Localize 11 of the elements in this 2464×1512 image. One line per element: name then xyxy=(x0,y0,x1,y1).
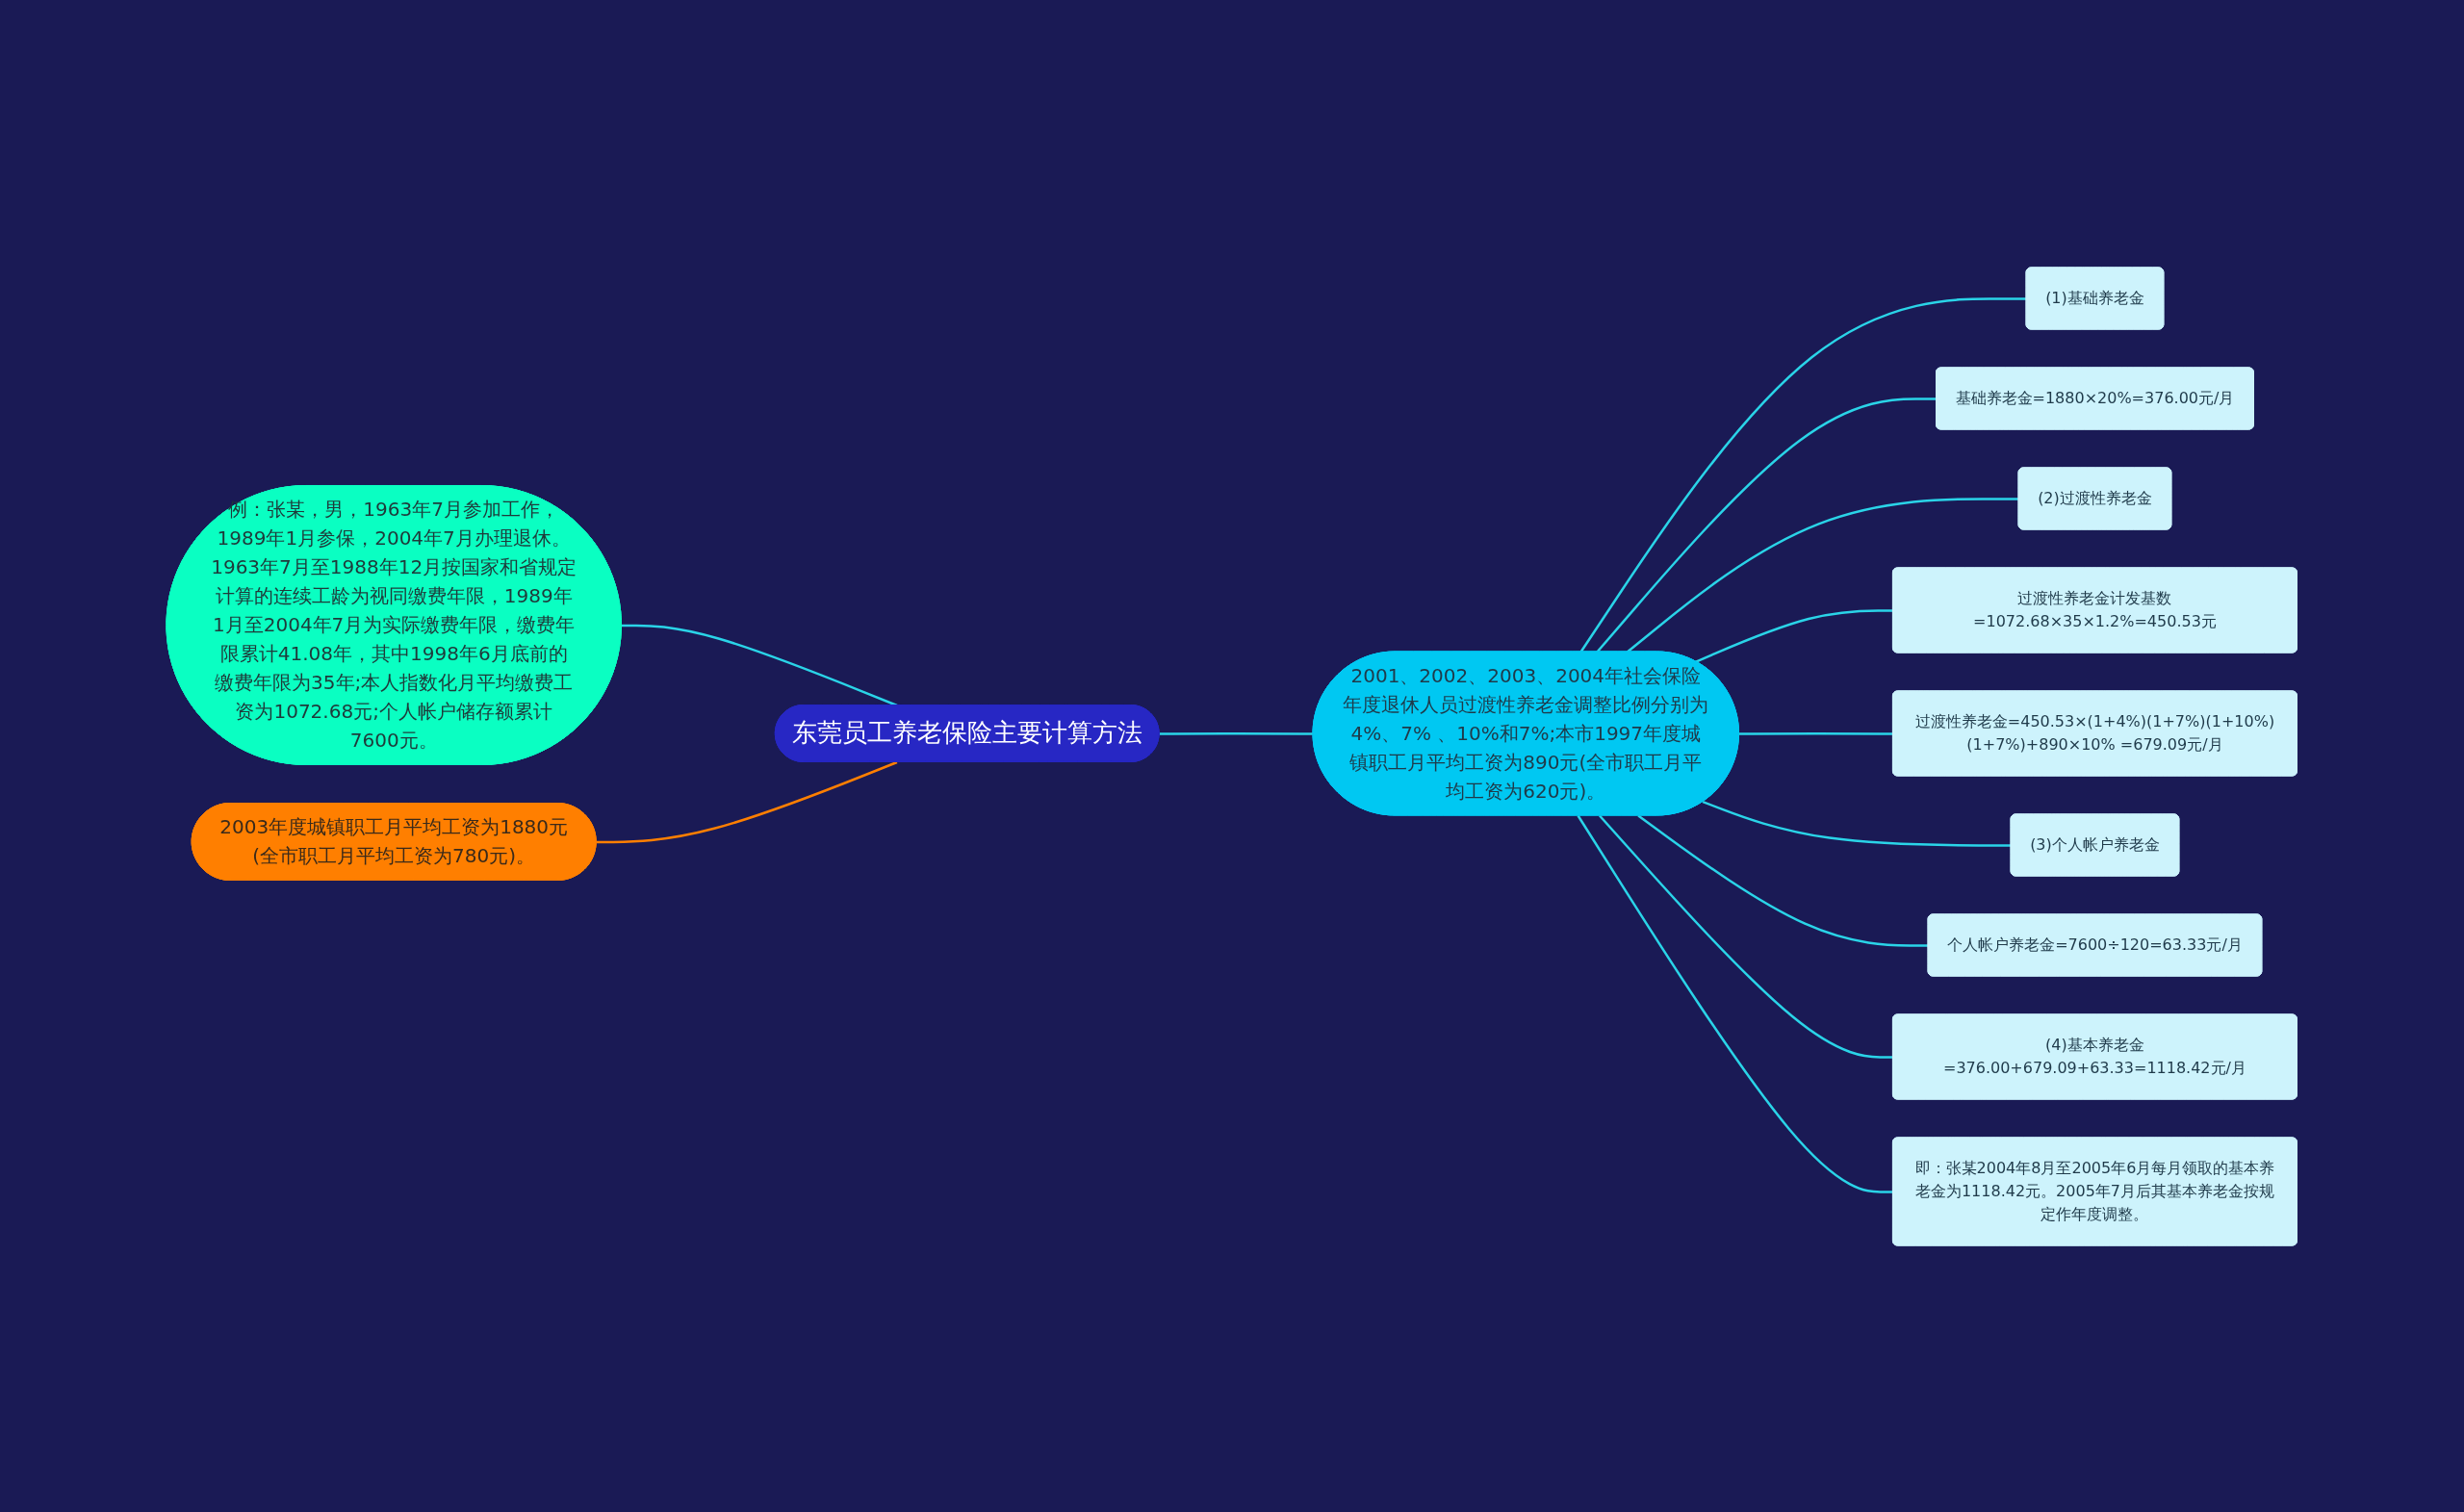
connector xyxy=(1577,814,1894,1193)
connector xyxy=(1159,731,1314,735)
connector xyxy=(1637,813,1929,947)
connector xyxy=(1739,731,1894,735)
connector xyxy=(1599,814,1894,1059)
connector xyxy=(596,760,898,843)
connector xyxy=(1627,497,2019,653)
connector xyxy=(1596,397,1938,653)
connector xyxy=(1579,296,2027,653)
connector xyxy=(1703,800,2012,847)
connector xyxy=(1695,608,1894,663)
